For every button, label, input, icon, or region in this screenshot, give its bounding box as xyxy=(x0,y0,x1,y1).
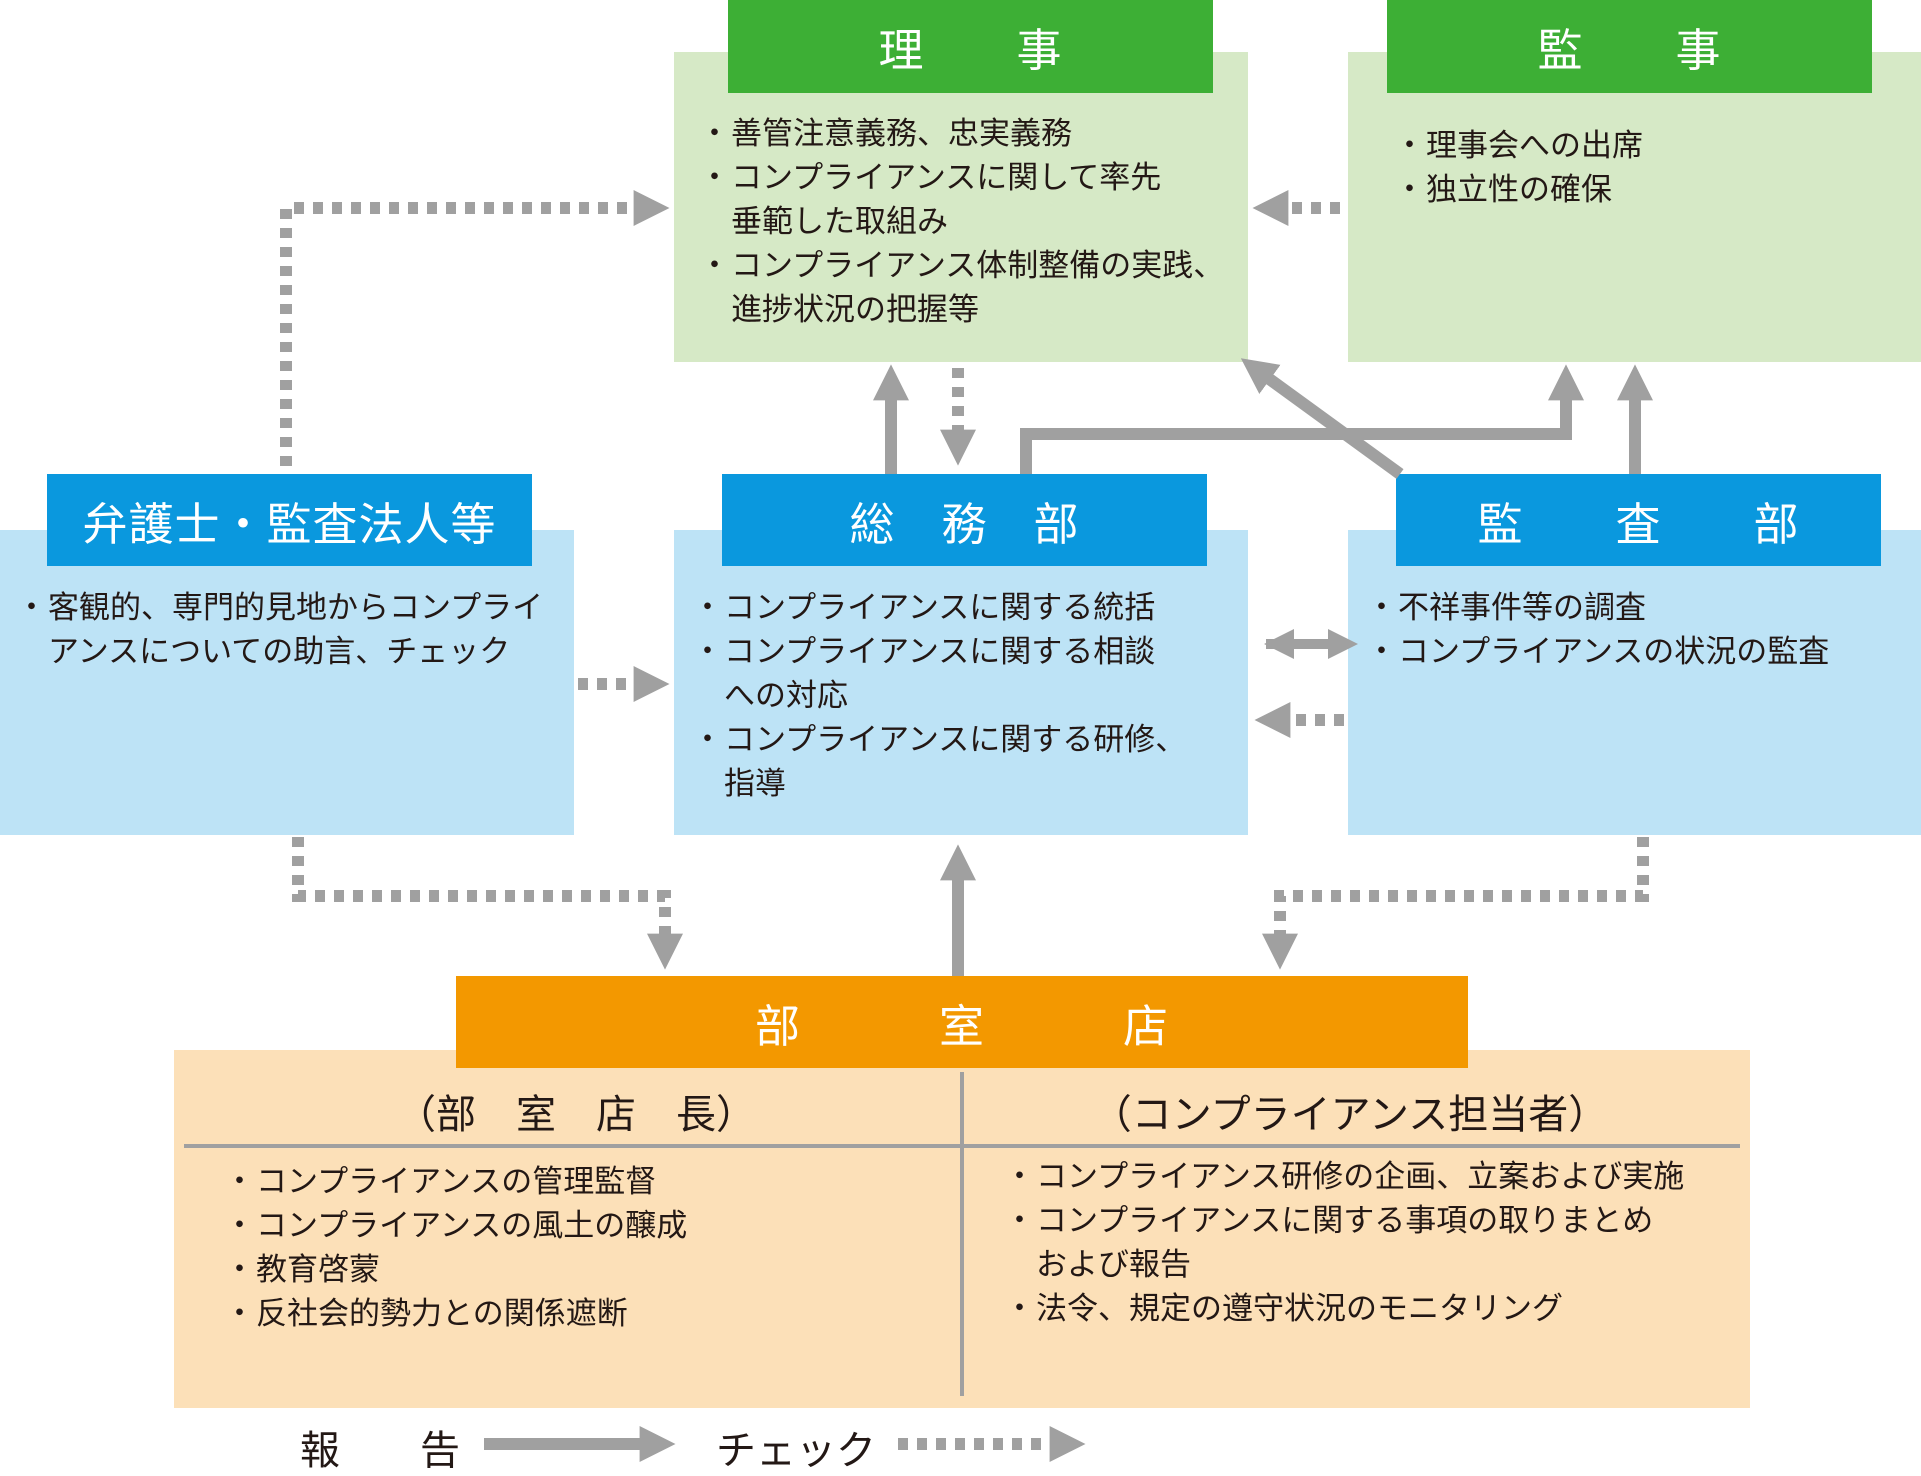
list-item: 善管注意義務、忠実義務 xyxy=(699,112,1224,156)
kansabu-box xyxy=(1348,530,1921,835)
kanji-items: 理事会への出席独立性の確保 xyxy=(1394,124,1643,212)
branch-manager-items: コンプライアンスの管理監督コンプライアンスの風土の醸成教育啓蒙反社会的勢力との関… xyxy=(224,1160,687,1336)
list-item: 客観的、専門的見地からコンプライ アンスについての助言、チェック xyxy=(16,586,543,674)
kansabu-items: 不祥事件等の調査コンプライアンスの状況の監査 xyxy=(1366,586,1829,674)
compliance-officer-items: コンプライアンス研修の企画、立案および実施コンプライアンスに関する事項の取りまと… xyxy=(1004,1155,1684,1331)
report-arrow-somubu-to-kanji xyxy=(1020,364,1584,474)
list-item: コンプライアンスの状況の監査 xyxy=(1366,630,1829,674)
list-item: コンプライアンスの管理監督 xyxy=(224,1160,687,1204)
kanji-header: 監 事 xyxy=(1387,0,1872,93)
list-item: 教育啓蒙 xyxy=(224,1248,687,1292)
list-item: 反社会的勢力との関係遮断 xyxy=(224,1292,687,1336)
list-item: 不祥事件等の調査 xyxy=(1366,586,1829,630)
check-arrow-kansabu-to-bushitsuten xyxy=(1262,837,1649,970)
report-arrow-kansabu-to-riji xyxy=(1240,358,1404,479)
list-item: コンプライアンスに関する研修、 指導 xyxy=(692,718,1186,806)
check-arrow-bengoshi-to-bushitsuten xyxy=(292,837,683,970)
somubu-header: 総 務 部 xyxy=(722,474,1207,566)
list-item: 理事会への出席 xyxy=(1394,124,1643,168)
bushitsuten-header: 部 室 店 xyxy=(456,976,1468,1068)
bengoshi-items: 客観的、専門的見地からコンプライ アンスについての助言、チェック xyxy=(16,586,543,674)
kansabu-header: 監 査 部 xyxy=(1396,474,1881,566)
list-item: コンプライアンス研修の企画、立案および実施 xyxy=(1004,1155,1684,1199)
check-arrow-bengoshi-to-riji xyxy=(280,190,670,466)
compliance-officer-heading: （コンプライアンス担当者） xyxy=(1091,1092,1609,1138)
list-item: コンプライアンスに関する相談 への対応 xyxy=(692,630,1186,718)
list-item: コンプライアンスの風土の醸成 xyxy=(224,1204,687,1248)
list-item: コンプライアンスに関する統括 xyxy=(692,586,1186,630)
bengoshi-header: 弁護士・監査法人等 xyxy=(47,474,532,566)
somubu-items: コンプライアンスに関する統括コンプライアンスに関する相談 への対応コンプライアン… xyxy=(692,586,1186,806)
riji-header: 理 事 xyxy=(728,0,1213,93)
branch-manager-heading: （部 室 店 長） xyxy=(396,1092,756,1138)
bengoshi-box xyxy=(0,530,574,835)
list-item: コンプライアンスに関する事項の取りまとめ および報告 xyxy=(1004,1199,1684,1287)
list-item: 独立性の確保 xyxy=(1394,168,1643,212)
list-item: コンプライアンス体制整備の実践、 進捗状況の把握等 xyxy=(699,244,1224,332)
riji-items: 善管注意義務、忠実義務コンプライアンスに関して率先 垂範した取組みコンプライアン… xyxy=(699,112,1224,332)
list-item: 法令、規定の遵守状況のモニタリング xyxy=(1004,1287,1684,1331)
list-item: コンプライアンスに関して率先 垂範した取組み xyxy=(699,156,1224,244)
